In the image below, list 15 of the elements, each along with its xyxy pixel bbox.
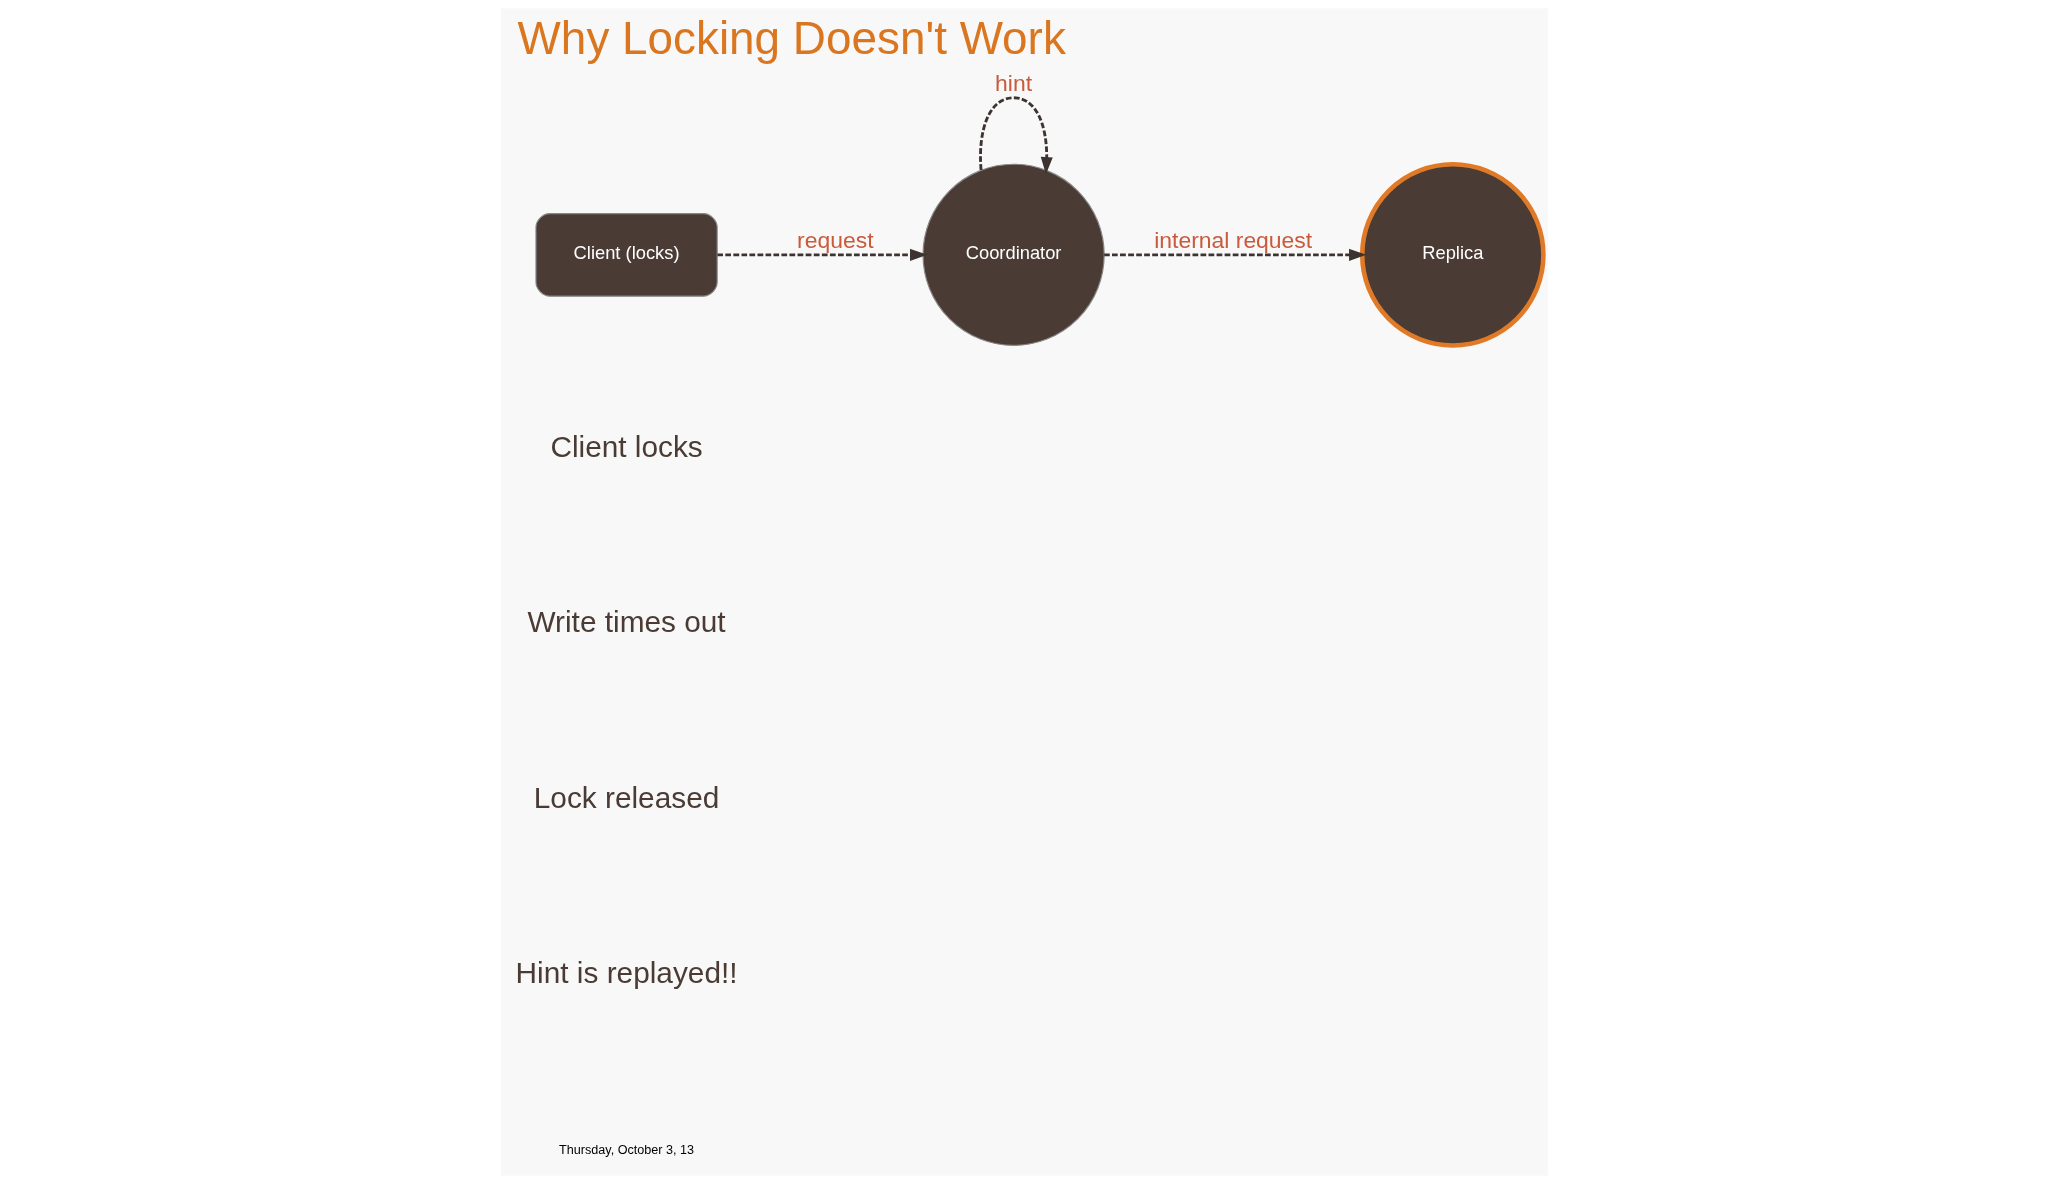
node-box: Client (locks): [534, 213, 718, 297]
edge-label: hint: [994, 69, 1032, 96]
arrow: [716, 248, 927, 261]
label: Thursday, October 3, 13: [558, 1142, 694, 1157]
arrow: [1103, 248, 1366, 261]
label: Client locks: [549, 430, 703, 464]
diagram-title: Why Locking Doesn't Work: [517, 12, 1066, 65]
edge-label: internal request: [1153, 226, 1312, 253]
label: Lock released: [533, 780, 719, 814]
label: Write times out: [526, 605, 726, 639]
node-circle: Coordinator: [921, 163, 1105, 346]
edge-label: request: [796, 226, 874, 253]
label: Hint is replayed!!: [515, 956, 738, 990]
arrow: [978, 96, 1053, 175]
node-circle: Replica: [1359, 161, 1546, 348]
